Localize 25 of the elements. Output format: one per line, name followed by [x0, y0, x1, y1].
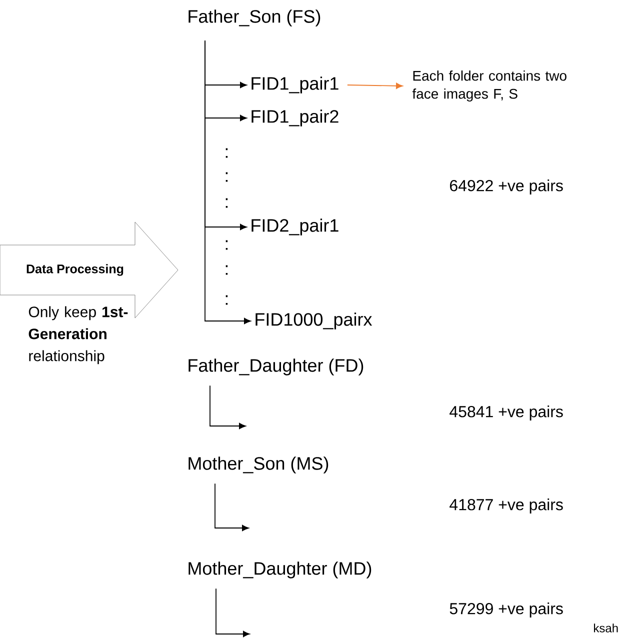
count-text: 57299 +ve pairs	[450, 602, 563, 618]
heading-text: Mother_Son (MS)	[188, 456, 328, 474]
folder-label: FID2_pair1	[252, 218, 338, 236]
arrow	[214, 483, 249, 532]
count-text: 64922 +ve pairs	[450, 180, 563, 194]
folder-label: FID1000_pairx	[256, 312, 372, 330]
count-text: 45841 +ve pairs	[450, 406, 563, 420]
signature-text: ksah	[594, 624, 618, 632]
note-text: Each folder contains two face images F, S	[412, 70, 566, 102]
arrow	[210, 385, 246, 430]
count-text: 41877 +ve pairs	[450, 498, 563, 514]
ellipsis-dots: :	[226, 265, 228, 275]
arrow	[216, 588, 250, 638]
ellipsis-dots: :	[226, 240, 228, 250]
heading-text: Father_Son (FS)	[188, 10, 320, 26]
ellipsis-dots: :	[226, 198, 228, 208]
heading-text: Father_Daughter (FD)	[188, 358, 364, 376]
folder-label: FID1_pair1	[252, 76, 338, 94]
ellipsis-dots: :	[226, 295, 228, 305]
ellipsis-dots: :	[226, 148, 228, 158]
ellipsis-dots: :	[226, 172, 228, 182]
heading-text: Mother_Daughter (MD)	[188, 562, 372, 578]
arrow	[204, 40, 251, 324]
arrow	[347, 82, 403, 89]
folder-label: FID1_pair2	[252, 110, 338, 126]
